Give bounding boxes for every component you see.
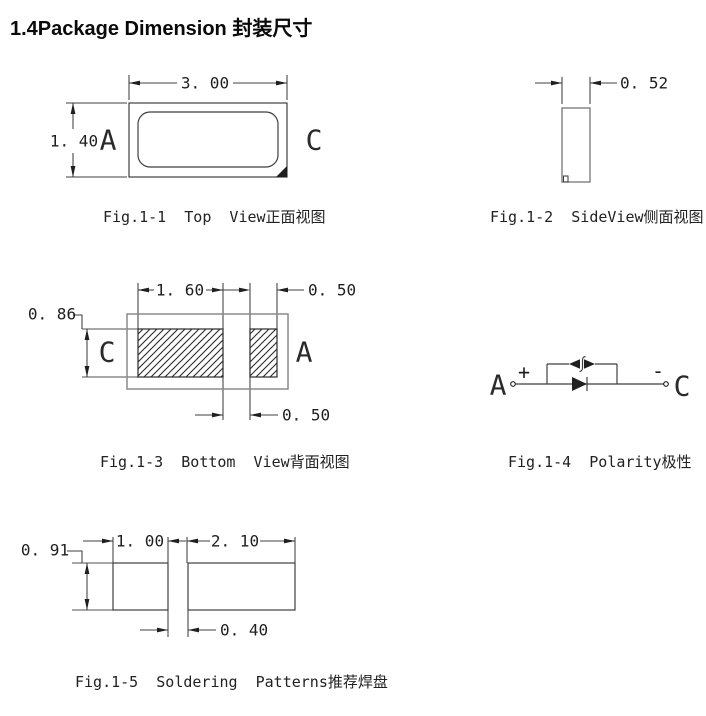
arrowhead-right [157,627,168,633]
anode-terminal [510,381,516,387]
caption-polarity: Fig.1-4 Polarity极性 [508,453,692,471]
emitting-area-outline [137,111,279,168]
package-bottom-outline [126,313,289,390]
left-land-pad [112,562,169,611]
dim-pad-height-label: 0. 86 [28,305,76,324]
arrowhead-left [187,538,198,544]
figure-top-view: 3. 00 1. 40 A C [40,60,340,210]
arrowhead-right [284,538,295,544]
minus-sign: - [652,359,664,383]
polarity-circuit: A + - C [490,355,691,403]
cathode-terminal [663,381,669,387]
arrowhead-left [138,287,149,293]
anode-pad [249,328,278,378]
dim-small-pad-label: 0. 50 [308,281,356,300]
anode-label: A [296,336,313,369]
tvs-diode-left [569,359,580,369]
top-view-drawing: 3. 00 1. 40 A C [50,74,323,178]
package-outline [128,102,288,178]
arrowhead-left [129,80,140,86]
cathode-pad [137,328,224,378]
plus-sign: + [518,360,530,384]
right-land-pad [187,562,296,611]
arrowhead-up [84,329,90,340]
dim-height-label: 1. 40 [50,132,98,151]
figure-polarity: A + - C [440,330,706,420]
dim-right-pad-label: 2. 10 [211,532,259,551]
caption-side-view: Fig.1-2 SideView侧面视图 [490,208,704,226]
dim-thickness-label: 0. 52 [620,74,668,93]
figure-soldering: 1. 00 2. 10 0. 91 0. 40 [20,520,360,650]
dim-height-label: 0. 91 [21,541,69,560]
terminal-notch [562,175,569,183]
soldering-pattern-drawing: 1. 00 2. 10 0. 91 0. 40 [21,532,296,640]
arrowhead-left [590,80,601,86]
figure-bottom-view: 1. 60 0. 50 0. 86 C A 0. 50 [20,270,380,430]
caption-bottom-view: Fig.1-3 Bottom View背面视图 [100,453,350,471]
leader-line [73,314,83,329]
arrowhead-right [102,538,113,544]
cathode-label: C [674,370,691,403]
side-view-drawing: 0. 52 [535,74,668,183]
arrowhead-left [277,287,288,293]
arrowhead-right [239,287,250,293]
caption-soldering: Fig.1-5 Soldering Patterns推荐焊盘 [75,673,388,691]
dim-gap-label: 0. 40 [220,621,268,640]
dim-large-pad-label: 1. 60 [156,281,204,300]
bottom-view-drawing: 1. 60 0. 50 0. 86 C A 0. 50 [28,281,356,425]
caption-top-view: Fig.1-1 Top View正面视图 [103,208,326,226]
page-title: 1.4Package Dimension 封装尺寸 [10,18,313,40]
arrowhead-up [84,563,90,574]
dim-left-pad-label: 1. 00 [116,532,164,551]
arrowhead-right [212,412,223,418]
figure-side-view: 0. 52 [520,60,706,210]
arrowhead-down [84,366,90,377]
arrowhead-right [276,80,287,86]
arrowhead-left [250,412,261,418]
arrowhead-left [188,627,199,633]
arrowhead-left [168,538,179,544]
arrowhead-down [84,599,90,610]
cathode-label: C [306,124,323,157]
cathode-label: C [99,336,116,369]
tvs-diode-right [584,359,595,369]
led-diode [572,377,587,391]
leader-line [67,550,83,563]
cathode-mark [276,166,287,177]
tvs-bar [579,355,586,373]
package-side-outline [561,107,591,183]
arrowhead-up [70,103,76,114]
arrowhead-down [70,166,76,177]
anode-label: A [490,369,507,402]
arrowhead-right [212,287,223,293]
dim-width-label: 3. 00 [181,74,229,93]
dim-gap-label: 0. 50 [282,406,330,425]
arrowhead-right [551,80,562,86]
anode-label: A [100,124,117,157]
